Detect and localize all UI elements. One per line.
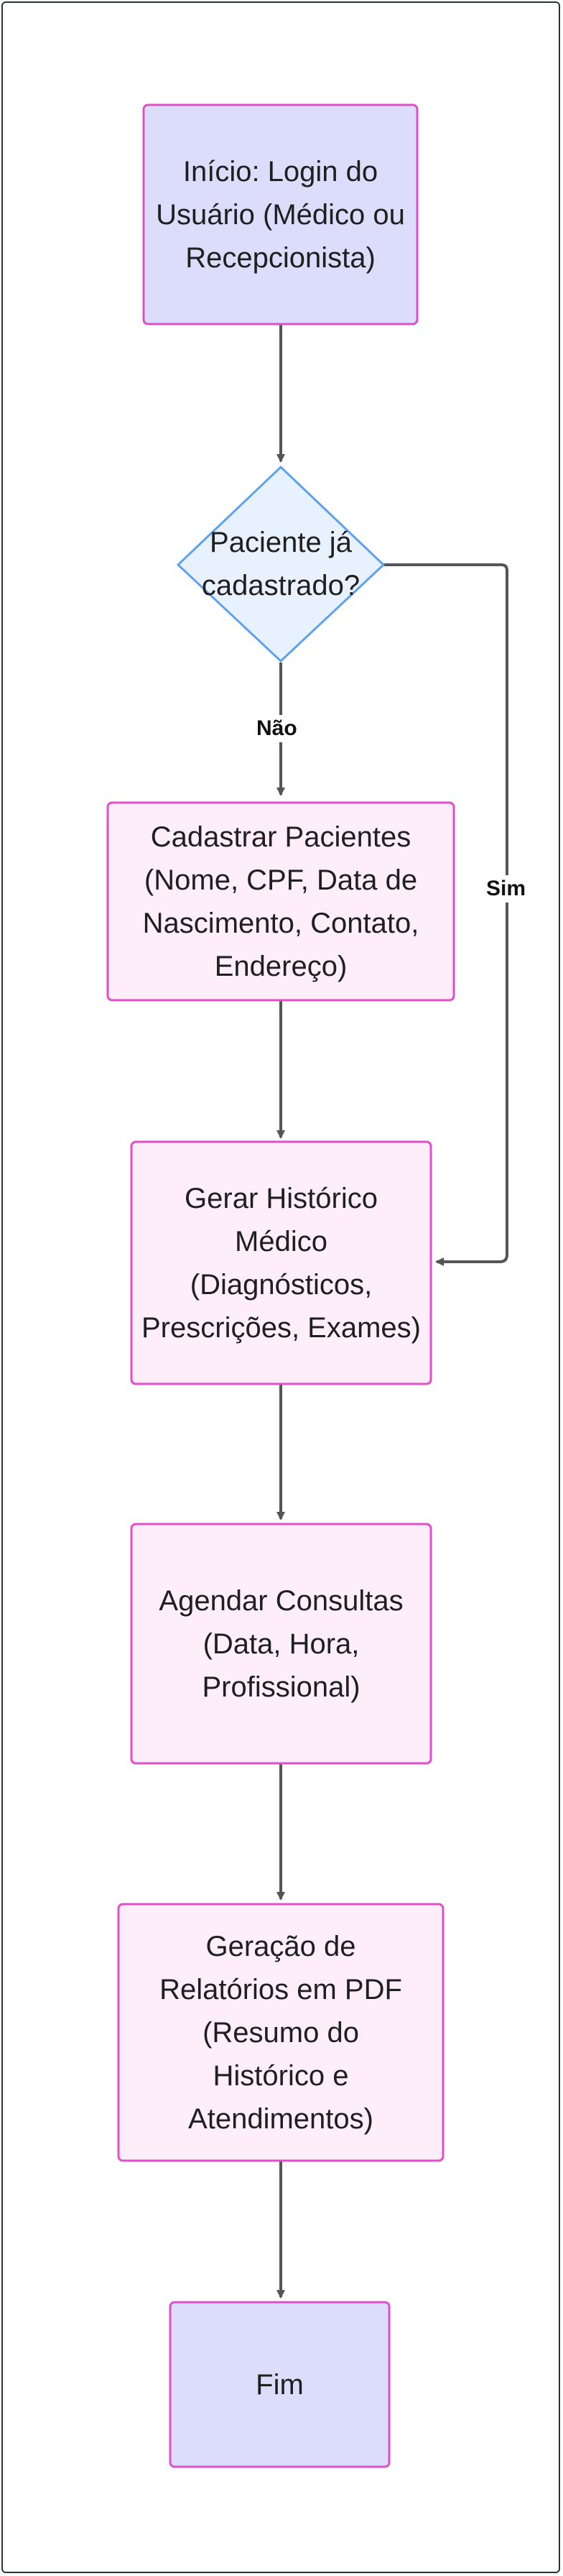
start-node-label: Início: Login do Usuário (Médico ou Rece… [156,155,405,274]
edge-decision-to-history [383,563,508,1266]
end-node-label: Fim [256,2368,304,2401]
register-node-shape [106,801,455,1002]
decision-node-label: Paciente já cadastrado? [201,527,360,601]
end-node-shape [169,2301,391,2468]
reports-node-label: Geração de Relatórios em PDF (Resumo do … [159,1930,402,2135]
register-node-label: Cadastrar Pacientes (Nome, CPF, Data de … [142,821,419,982]
history-node-label: Gerar Histórico Médico (Diagnósticos, Pr… [141,1182,421,1344]
schedule-node-label: Agendar Consultas (Data, Hora, Profissio… [159,1584,404,1703]
start-node-shape [142,103,419,326]
edge-label-no: Não [252,715,302,742]
decision-node-shape [177,466,385,663]
schedule-node-shape [130,1523,432,1765]
edge-label-yes: Sim [482,875,531,902]
reports-node-shape [117,1903,445,2162]
history-node-shape [130,1140,432,1385]
